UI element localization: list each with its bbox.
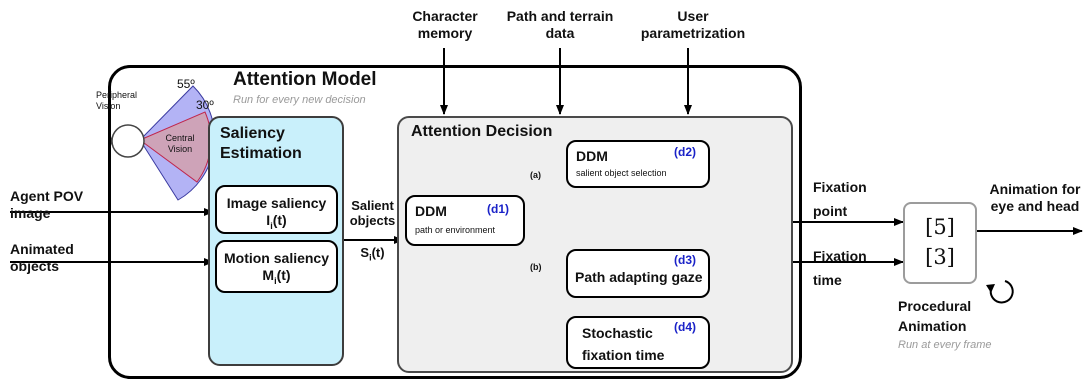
attention-decision-title: Attention Decision [411,123,553,140]
attention-model-title: Attention Model [233,69,377,90]
ddm-d2-title: DDM [576,148,608,164]
parameter-matrix: [5] [3] [903,202,977,284]
path-adapting-gaze-tag: (d3) [674,253,696,267]
image-saliency-label: Image saliency [226,195,327,211]
procedural-animation-sub: Run at every frame [898,339,992,351]
branch-a-label: (a) [530,170,541,180]
path-adapting-gaze-title: Path adapting gaze [575,269,703,285]
ear-icon [110,135,114,147]
ddm-d1-box: DDM (d1) path or environment [405,195,525,246]
angle-30: 30º [196,98,214,112]
path-adapting-gaze-box: (d3) Path adapting gaze [566,249,710,298]
motion-saliency-symbol: Mi(t) [262,267,291,286]
ddm-d2-box: DDM (d2) salient object selection [566,140,710,188]
motion-saliency-label: Motion saliency [223,250,330,266]
loop-icon [986,280,1014,304]
head-icon [111,124,145,158]
motion-saliency-box: Motion saliency Mi(t) [215,240,338,293]
image-saliency-symbol: Ii(t) [266,212,287,231]
attention-model-box [108,65,802,379]
salient-objects-symbol: Si(t) [360,245,385,263]
ddm-d1-title: DDM [415,203,447,219]
ddm-d2-tag: (d2) [674,145,696,159]
ddm-d1-sub: path or environment [415,225,496,235]
angle-55: 55º [177,77,195,91]
attention-model-subtitle: Run for every new decision [233,94,366,106]
matrix-bottom: [3] [925,245,955,269]
matrix-top: [5] [925,215,955,239]
ddm-d1-tag: (d1) [487,202,509,216]
image-saliency-box: Image saliency Ii(t) [215,185,338,234]
branch-b-label: (b) [530,262,542,272]
stochastic-fixation-tag: (d4) [674,320,696,334]
vision-cone-illustration [110,85,216,201]
ddm-d2-sub: salient object selection [576,168,667,178]
